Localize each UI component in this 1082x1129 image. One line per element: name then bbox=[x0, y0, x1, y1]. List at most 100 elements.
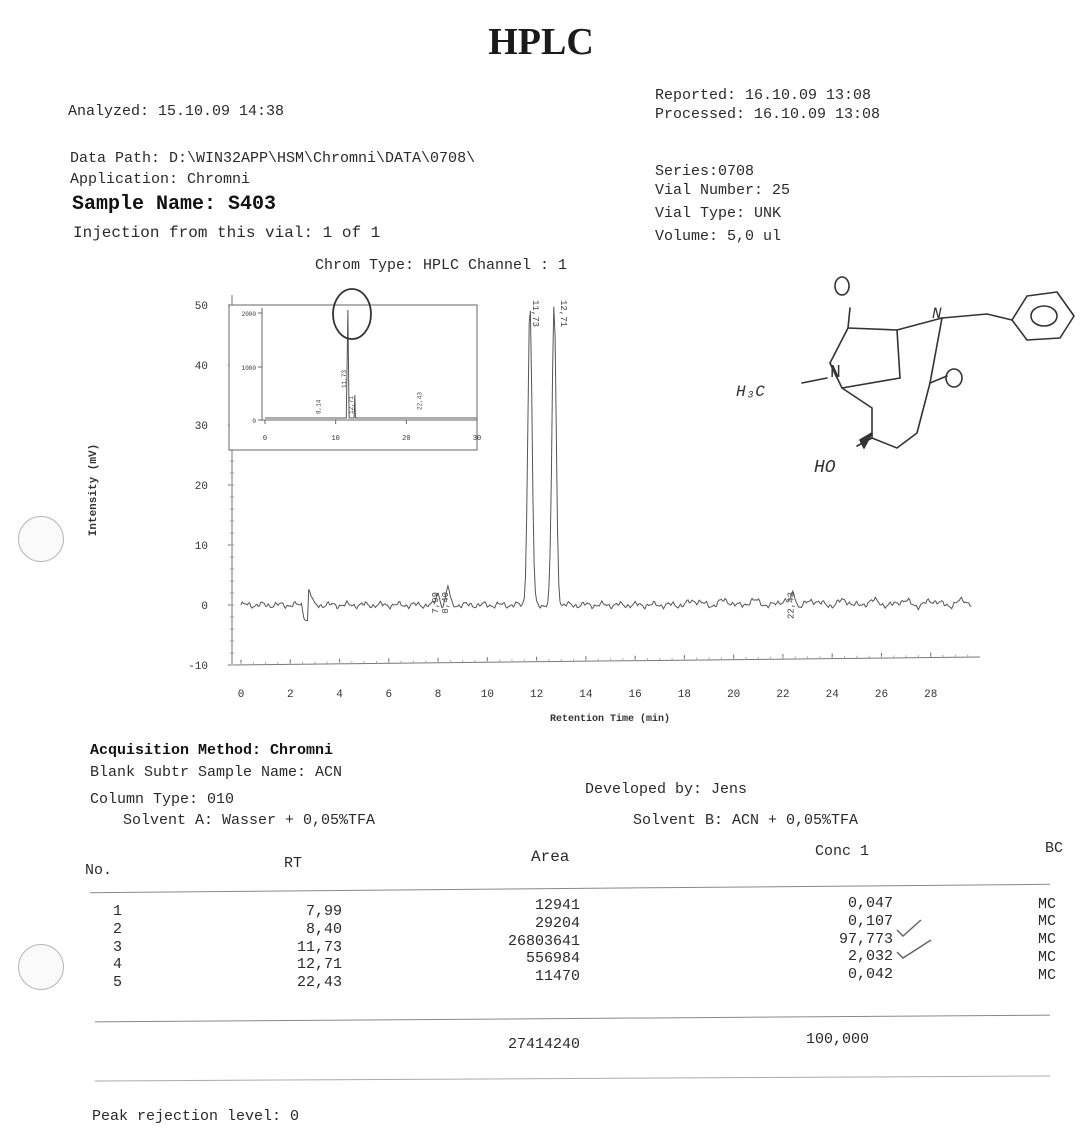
y-tick-label: 50 bbox=[195, 301, 208, 313]
y-tick-label: 40 bbox=[195, 361, 208, 373]
x-tick-label: 6 bbox=[385, 689, 392, 701]
inset-peak-label: 8,14 bbox=[316, 399, 323, 414]
table-cell-no: 5 bbox=[113, 974, 123, 991]
table-cell-conc: 97,773 bbox=[838, 931, 893, 948]
inset-trace bbox=[265, 309, 477, 419]
x-tick-label: 16 bbox=[629, 689, 642, 701]
col-header-conc: Conc 1 bbox=[815, 843, 870, 860]
inset-x-tick-label: 30 bbox=[473, 435, 481, 443]
table-cell-bc: MC bbox=[1038, 913, 1057, 930]
checkmark-icon bbox=[896, 919, 922, 938]
table-total-rule bbox=[95, 1014, 1050, 1023]
table-cell-bc: MC bbox=[1038, 967, 1057, 984]
checkmark-icon bbox=[896, 939, 932, 959]
blank-subtr: Blank Subtr Sample Name: ACN bbox=[90, 764, 343, 781]
table-cell-area: 29204 bbox=[534, 915, 580, 932]
y-tick-label: 0 bbox=[201, 601, 208, 613]
inset-peak-label: 11,73 bbox=[341, 370, 348, 388]
x-tick-label: 2 bbox=[287, 689, 294, 701]
peak-rejection-level: Peak rejection level: 0 bbox=[92, 1108, 300, 1125]
table-cell-no: 4 bbox=[113, 956, 123, 973]
table-cell-rt: 8,40 bbox=[305, 921, 342, 938]
col-header-bc: BC bbox=[1045, 840, 1064, 857]
table-cell-bc: MC bbox=[1038, 896, 1057, 913]
x-axis bbox=[231, 656, 981, 666]
handwritten-chemical-structure: N H₃C N HO bbox=[736, 276, 1075, 478]
table-cell-conc: 0,042 bbox=[847, 966, 893, 983]
x-axis-label: Retention Time (min) bbox=[550, 713, 670, 725]
y-tick-label: 10 bbox=[195, 541, 208, 553]
inset-frame bbox=[228, 304, 478, 451]
x-tick-label: 24 bbox=[826, 689, 840, 701]
punch-hole bbox=[18, 516, 64, 562]
table-cell-no: 1 bbox=[113, 903, 123, 920]
table-cell-bc: MC bbox=[1038, 931, 1057, 948]
table-cell-bc: MC bbox=[1038, 949, 1057, 966]
x-tick-label: 26 bbox=[875, 689, 888, 701]
total-area: 27414240 bbox=[508, 1036, 581, 1053]
analyzed-date: Analyzed: 15.10.09 14:38 bbox=[68, 103, 285, 120]
inset-x-tick-label: 0 bbox=[263, 435, 267, 443]
handwritten-checkmarks bbox=[896, 919, 932, 959]
developed-by: Developed by: Jens bbox=[585, 781, 748, 798]
handwritten-peak-circle bbox=[332, 288, 372, 340]
table-cell-area: 12941 bbox=[534, 897, 580, 914]
inset-y-tick-label: 1000 bbox=[242, 365, 257, 372]
inset-x-tick-label: 10 bbox=[331, 435, 339, 443]
peak-label: 8,40 bbox=[441, 592, 451, 614]
peak-label: 11,73 bbox=[530, 300, 540, 327]
table-cell-area: 556984 bbox=[525, 950, 580, 967]
solvent-a: Solvent A: Wasser + 0,05%TFA bbox=[123, 812, 376, 829]
x-tick-label: 14 bbox=[579, 689, 593, 701]
table-cell-area: 11470 bbox=[534, 968, 580, 985]
x-tick-label: 28 bbox=[924, 689, 937, 701]
vial-number: Vial Number: 25 bbox=[655, 182, 791, 199]
y-tick-label: 30 bbox=[195, 421, 208, 433]
report-title: HPLC bbox=[488, 21, 594, 63]
total-conc: 100,000 bbox=[806, 1031, 870, 1048]
inset-x-tick-label: 20 bbox=[402, 435, 410, 443]
table-cell-no: 3 bbox=[113, 939, 123, 956]
solvent-b: Solvent B: ACN + 0,05%TFA bbox=[633, 812, 859, 829]
table-cell-rt: 7,99 bbox=[305, 903, 342, 920]
x-tick-label: 4 bbox=[336, 689, 343, 701]
x-tick-label: 0 bbox=[238, 689, 245, 701]
application-name: Application: Chromni bbox=[70, 171, 251, 188]
y-axis-label: Intensity (mV) bbox=[88, 444, 100, 536]
data-path: Data Path: D:\WIN32APP\HSM\Chromni\DATA\… bbox=[70, 150, 476, 167]
x-tick-label: 12 bbox=[530, 689, 543, 701]
y-tick-label: 20 bbox=[195, 481, 208, 493]
inset-peak-label: 12,71 bbox=[348, 396, 355, 414]
inset-y-tick-label: 2000 bbox=[242, 311, 257, 318]
table-header-rule bbox=[90, 883, 1050, 894]
table-cell-conc: 0,047 bbox=[847, 895, 893, 912]
sample-name: Sample Name: S403 bbox=[72, 193, 277, 216]
x-tick-label: 18 bbox=[678, 689, 691, 701]
x-tick-label: 20 bbox=[727, 689, 740, 701]
peak-label: 7,99 bbox=[431, 592, 441, 614]
table-cell-rt: 11,73 bbox=[296, 939, 342, 956]
peak-label: 22,43 bbox=[787, 592, 797, 619]
handwritten-hydroxyl: HO bbox=[814, 458, 836, 478]
table-cell-conc: 2,032 bbox=[847, 948, 893, 965]
inset-peak-label: 22,43 bbox=[417, 392, 424, 410]
handwritten-methyl: H₃C bbox=[736, 383, 765, 401]
col-header-area: Area bbox=[531, 848, 570, 866]
vial-volume: Volume: 5,0 ul bbox=[655, 228, 782, 245]
table-cell-no: 2 bbox=[113, 921, 123, 938]
table-cell-area: 26803641 bbox=[507, 933, 580, 950]
reported-date: Reported: 16.10.09 13:08 bbox=[655, 87, 872, 104]
col-header-rt: RT bbox=[284, 855, 303, 872]
column-type: Column Type: 010 bbox=[90, 791, 235, 808]
table-cell-rt: 22,43 bbox=[296, 974, 342, 991]
processed-date: Processed: 16.10.09 13:08 bbox=[655, 106, 881, 123]
chromatogram-trace bbox=[240, 306, 972, 621]
x-tick-label: 10 bbox=[481, 689, 494, 701]
y-tick-label: -10 bbox=[188, 661, 208, 673]
chrom-type: Chrom Type: HPLC Channel : 1 bbox=[315, 257, 568, 274]
table-bottom-rule bbox=[95, 1075, 1050, 1082]
series: Series:0708 bbox=[655, 163, 755, 180]
col-header-no: No. bbox=[85, 862, 113, 879]
inset-y-tick-label: 0 bbox=[252, 418, 256, 425]
